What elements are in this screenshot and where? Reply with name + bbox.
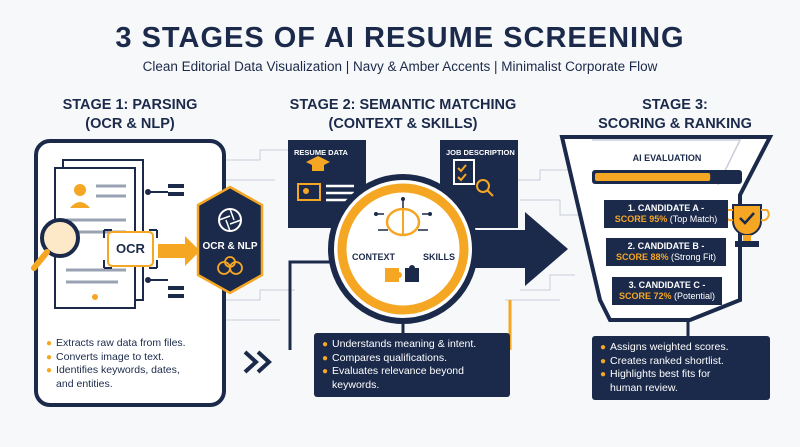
bullet: ●Creates ranked shortlist. (600, 354, 724, 367)
bullet: ●keywords. (322, 379, 502, 393)
bullet-text: Converts image to text. (56, 350, 165, 363)
bullet-text: and entities. (56, 377, 113, 390)
bullet: ●Extracts raw data from files. (46, 337, 186, 349)
skills-label: SKILLS (423, 252, 456, 262)
candidate-score: SCORE 88% (615, 252, 669, 262)
stage3-title: STAGE 3: SCORING & RANKING (575, 96, 775, 134)
bullet: ●Converts image to text. (46, 350, 165, 363)
hex-label: OCR & NLP (202, 241, 258, 252)
trophy-icon (724, 204, 770, 247)
candidate-note: (Strong Fit) (671, 252, 717, 262)
bullet-text: Compares qualifications. (332, 351, 448, 364)
candidate-score: SCORE 95% (614, 214, 668, 224)
resume-data-label: RESUME DATA (294, 148, 348, 157)
bullet-text: Creates ranked shortlist. (610, 354, 724, 367)
bullet-text: Highlights best fits for (610, 368, 711, 380)
bullet: ●Identifies keywords, dates, (46, 364, 180, 376)
brain-icon (217, 256, 243, 275)
magnifier-icon (31, 218, 80, 271)
id-card-icon (297, 183, 354, 202)
page-subtitle: Clean Editorial Data Visualization | Nav… (142, 59, 658, 74)
double-chevron-icon (243, 350, 272, 374)
bullet-text: Evaluates relevance beyond (332, 365, 464, 377)
stage2-title: STAGE 2: SEMANTIC MATCHING (CONTEXT & SK… (278, 96, 528, 134)
bullet-text: human review. (610, 381, 678, 394)
bullet-text: Understands meaning & intent. (332, 338, 477, 350)
aperture-icon (218, 208, 242, 232)
bullet: ●Compares qualifications. (322, 351, 448, 364)
bullet: ●Understands meaning & intent. (322, 338, 477, 350)
bullet: ●human review. (600, 382, 762, 396)
bullet: ●and entities. (46, 378, 218, 392)
job-description-label: JOB DESCRIPTION (446, 148, 515, 157)
candidate-note: (Potential) (674, 291, 716, 301)
stage2-title-line2: (CONTEXT & SKILLS) (328, 116, 478, 132)
bullet-text: Identifies keywords, dates, (56, 364, 180, 376)
connector-dots (92, 184, 184, 300)
candidate-name: 3. CANDIDATE C - (628, 280, 706, 290)
ocr-nlp-hexagon (196, 185, 264, 295)
brain-icon-center (374, 197, 432, 237)
bullet: ●Assigns weighted scores. (600, 341, 729, 353)
bullet: ●Highlights best fits for (600, 368, 711, 380)
stage1-bullets: ●Extracts raw data from files. ●Converts… (46, 337, 218, 391)
stage1-title: STAGE 1: PARSING (OCR & NLP) (30, 96, 230, 134)
ocr-box (107, 231, 154, 267)
candidate-score: SCORE 72% (618, 291, 672, 301)
bullet: ●Evaluates relevance beyond (322, 365, 464, 377)
ai-evaluation-progress-fill (595, 173, 711, 181)
circuit-lines (225, 149, 580, 321)
stage2-title-line1: STAGE 2: SEMANTIC MATCHING (289, 97, 517, 113)
ai-evaluation-label: AI EVALUATION (632, 153, 702, 163)
stage2-bullets: ●Understands meaning & intent. ●Compares… (314, 333, 510, 397)
candidate-row: 1. CANDIDATE A - SCORE 95% (Top Match) (604, 200, 728, 228)
ocr-label: OCR (116, 241, 145, 256)
stage1-title-line2: (OCR & NLP) (85, 116, 175, 132)
candidate-row: 2. CANDIDATE B - SCORE 88% (Strong Fit) (606, 238, 726, 266)
candidate-name: 2. CANDIDATE B - (627, 241, 705, 251)
candidate-row: 3. CANDIDATE C - SCORE 72% (Potential) (612, 277, 722, 305)
stage3-title-line1: STAGE 3: (642, 97, 708, 113)
stage3-bullets: ●Assigns weighted scores. ●Creates ranke… (592, 336, 770, 400)
puzzle-icon (385, 265, 419, 282)
candidate-name: 1. CANDIDATE A - (627, 203, 705, 213)
candidate-note: (Top Match) (669, 214, 718, 224)
arrow-icon (158, 236, 200, 266)
graduation-cap-icon (306, 156, 330, 171)
bullet-text: Extracts raw data from files. (56, 337, 186, 349)
context-label: CONTEXT (352, 252, 396, 262)
stage1-title-line1: STAGE 1: PARSING (62, 97, 198, 113)
bullet-text: keywords. (332, 378, 380, 391)
clipboard-icon (453, 159, 494, 197)
bullet-text: Assigns weighted scores. (610, 341, 729, 353)
page-title: 3 STAGES OF AI RESUME SCREENING (115, 22, 685, 54)
stage3-title-line2: SCORING & RANKING (598, 116, 752, 132)
